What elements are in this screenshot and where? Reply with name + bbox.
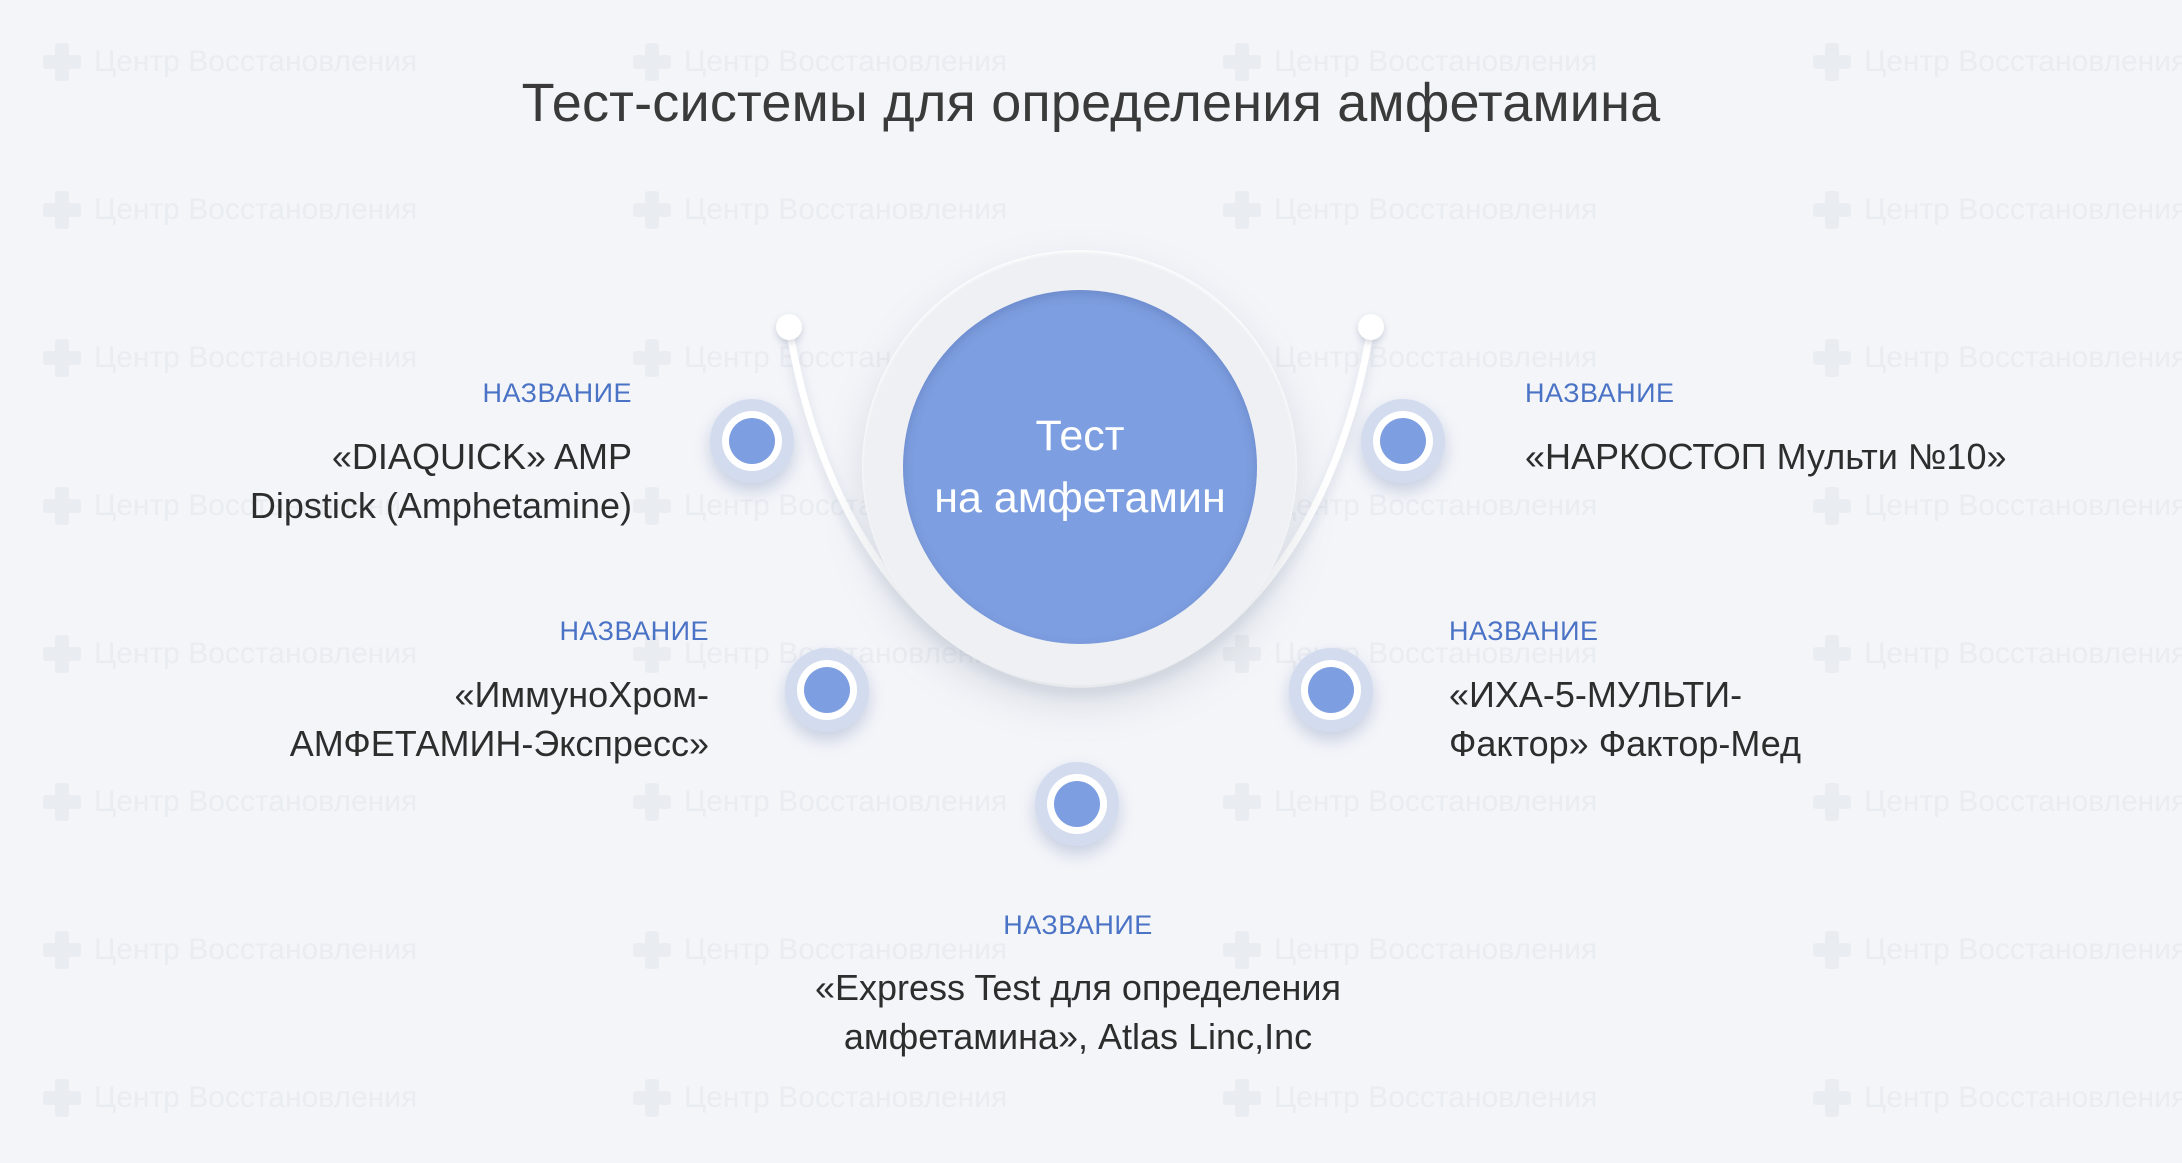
item-2-label: НАЗВАНИЕ	[559, 616, 709, 646]
page-title: Тест-системы для определения амфетамина	[521, 73, 1661, 133]
center-label-line1: Тест	[1035, 412, 1125, 460]
item-1-description: «DIAQUICK» AMP Dipstick (Amphetamine)	[250, 432, 632, 530]
node-dot	[729, 418, 775, 464]
node-2	[785, 648, 869, 732]
item-4-line-1: «ИХА-5-МУЛЬТИ-	[1449, 674, 1743, 715]
node-dot	[1308, 667, 1354, 713]
item-3-description: «Express Test для определения амфетамина…	[741, 963, 1415, 1061]
node-1	[710, 399, 794, 483]
node-3	[1035, 762, 1119, 846]
item-3-line-2: амфетамина», Atlas Linc,Inc	[843, 1016, 1313, 1057]
center-label: Тест на амфетамин	[903, 290, 1257, 644]
node-dot	[1054, 781, 1100, 827]
item-1-line-2: Dipstick (Amphetamine)	[249, 485, 632, 526]
node-4	[1289, 648, 1373, 732]
item-2-description: «ИммуноХром- АМФЕТАМИН-Экспресс»	[290, 670, 709, 768]
item-4-line-2: Фактор» Фактор-Мед	[1449, 723, 1801, 764]
item-1-line-1: «DIAQUICK» AMP	[331, 436, 632, 477]
item-5-line-1: «НАРКОСТОП Мульти №10»	[1525, 436, 2007, 477]
arc-endpoint-right	[1358, 314, 1384, 340]
node-dot	[804, 667, 850, 713]
item-5-description: «НАРКОСТОП Мульти №10»	[1525, 432, 2007, 481]
arc-endpoint-left	[776, 314, 802, 340]
center-label-line2: на амфетамин	[934, 474, 1226, 522]
node-5	[1361, 399, 1445, 483]
item-5-label: НАЗВАНИЕ	[1525, 378, 1675, 408]
item-2-line-1: «ИммуноХром-	[454, 674, 710, 715]
node-dot	[1380, 418, 1426, 464]
item-2-line-2: АМФЕТАМИН-Экспресс»	[289, 723, 709, 764]
item-3-label: НАЗВАНИЕ	[1003, 910, 1153, 940]
center-circle	[903, 290, 1257, 644]
item-3-line-1: «Express Test для определения	[814, 967, 1342, 1008]
item-4-label: НАЗВАНИЕ	[1449, 616, 1599, 646]
item-1-label: НАЗВАНИЕ	[482, 378, 632, 408]
item-4-description: «ИХА-5-МУЛЬТИ- Фактор» Фактор-Мед	[1449, 670, 1801, 768]
